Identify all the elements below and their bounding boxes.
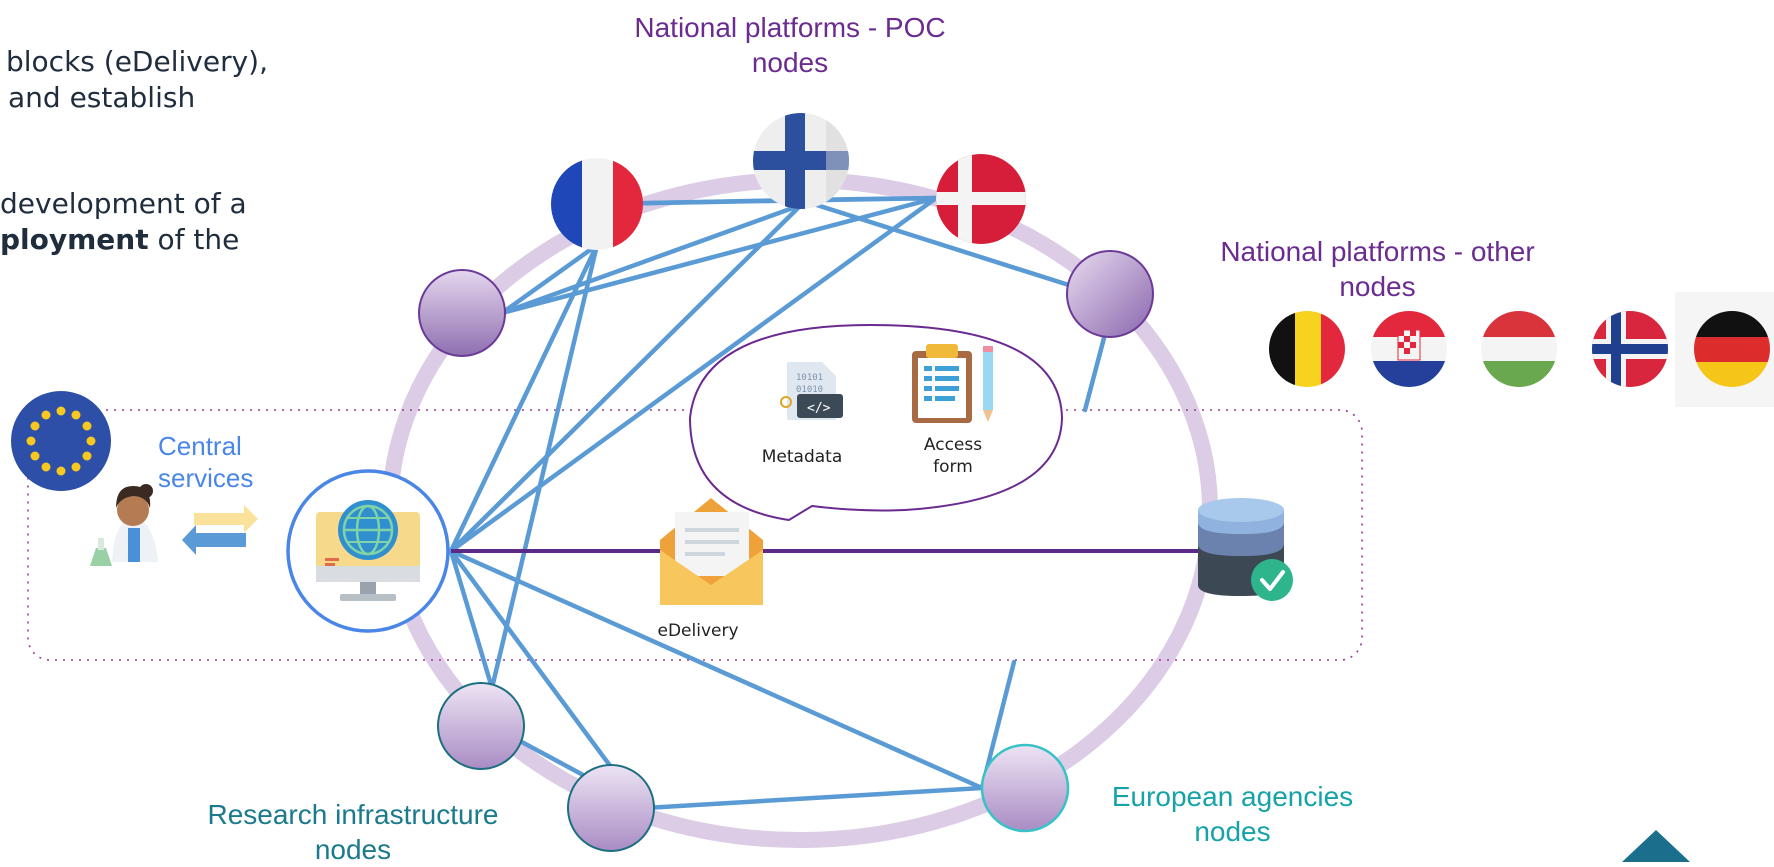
research-node-1 [437, 682, 525, 770]
label-access-form: Access form [923, 435, 983, 477]
access-form-icon [912, 344, 993, 423]
svg-text:01010: 01010 [796, 385, 823, 395]
label-edelivery: eDelivery [657, 621, 739, 641]
label-central-services: Central services [158, 431, 254, 493]
metadata-speech-bubble [688, 323, 1064, 522]
flag-denmark [936, 154, 1026, 244]
poc-node-generic-right [1066, 250, 1154, 338]
flag-norway [1592, 311, 1668, 387]
intro-text-line-4: ployment of the [0, 223, 240, 256]
flag-germany [1694, 311, 1770, 387]
intro-text-line-3: development of a [0, 187, 247, 220]
flag-belgium [1269, 311, 1345, 387]
exchange-arrows-icon [182, 505, 258, 555]
label-agency-nodes: European agencies nodes [1111, 781, 1354, 847]
corner-triangle-decoration [1622, 830, 1690, 862]
scientist-icon [90, 484, 158, 566]
intro-text-line-2: and establish [8, 81, 196, 114]
eu-flag-icon [11, 391, 111, 491]
network-links [448, 195, 1107, 813]
label-poc-nodes: National platforms - POC nodes [634, 12, 946, 78]
computer-globe-icon [316, 500, 420, 601]
svg-text:10101: 10101 [796, 373, 823, 383]
flag-hungary [1481, 311, 1557, 387]
label-research-nodes: Research infrastructure nodes [207, 799, 499, 865]
flag-france [551, 158, 643, 250]
edelivery-envelope-icon [660, 498, 763, 605]
metadata-icon: 10101 01010 </> [780, 362, 843, 420]
poc-node-generic-left [418, 269, 506, 357]
label-metadata: Metadata [761, 447, 843, 467]
agency-node [980, 743, 1070, 833]
svg-text:</>: </> [807, 401, 831, 416]
flag-croatia [1371, 311, 1447, 387]
intro-text-line-1: blocks (eDelivery), [6, 45, 268, 78]
research-node-2 [567, 764, 655, 852]
flag-finland [753, 113, 849, 209]
database-check-icon [1198, 498, 1293, 601]
label-other-nodes: National platforms - other nodes [1220, 236, 1535, 302]
